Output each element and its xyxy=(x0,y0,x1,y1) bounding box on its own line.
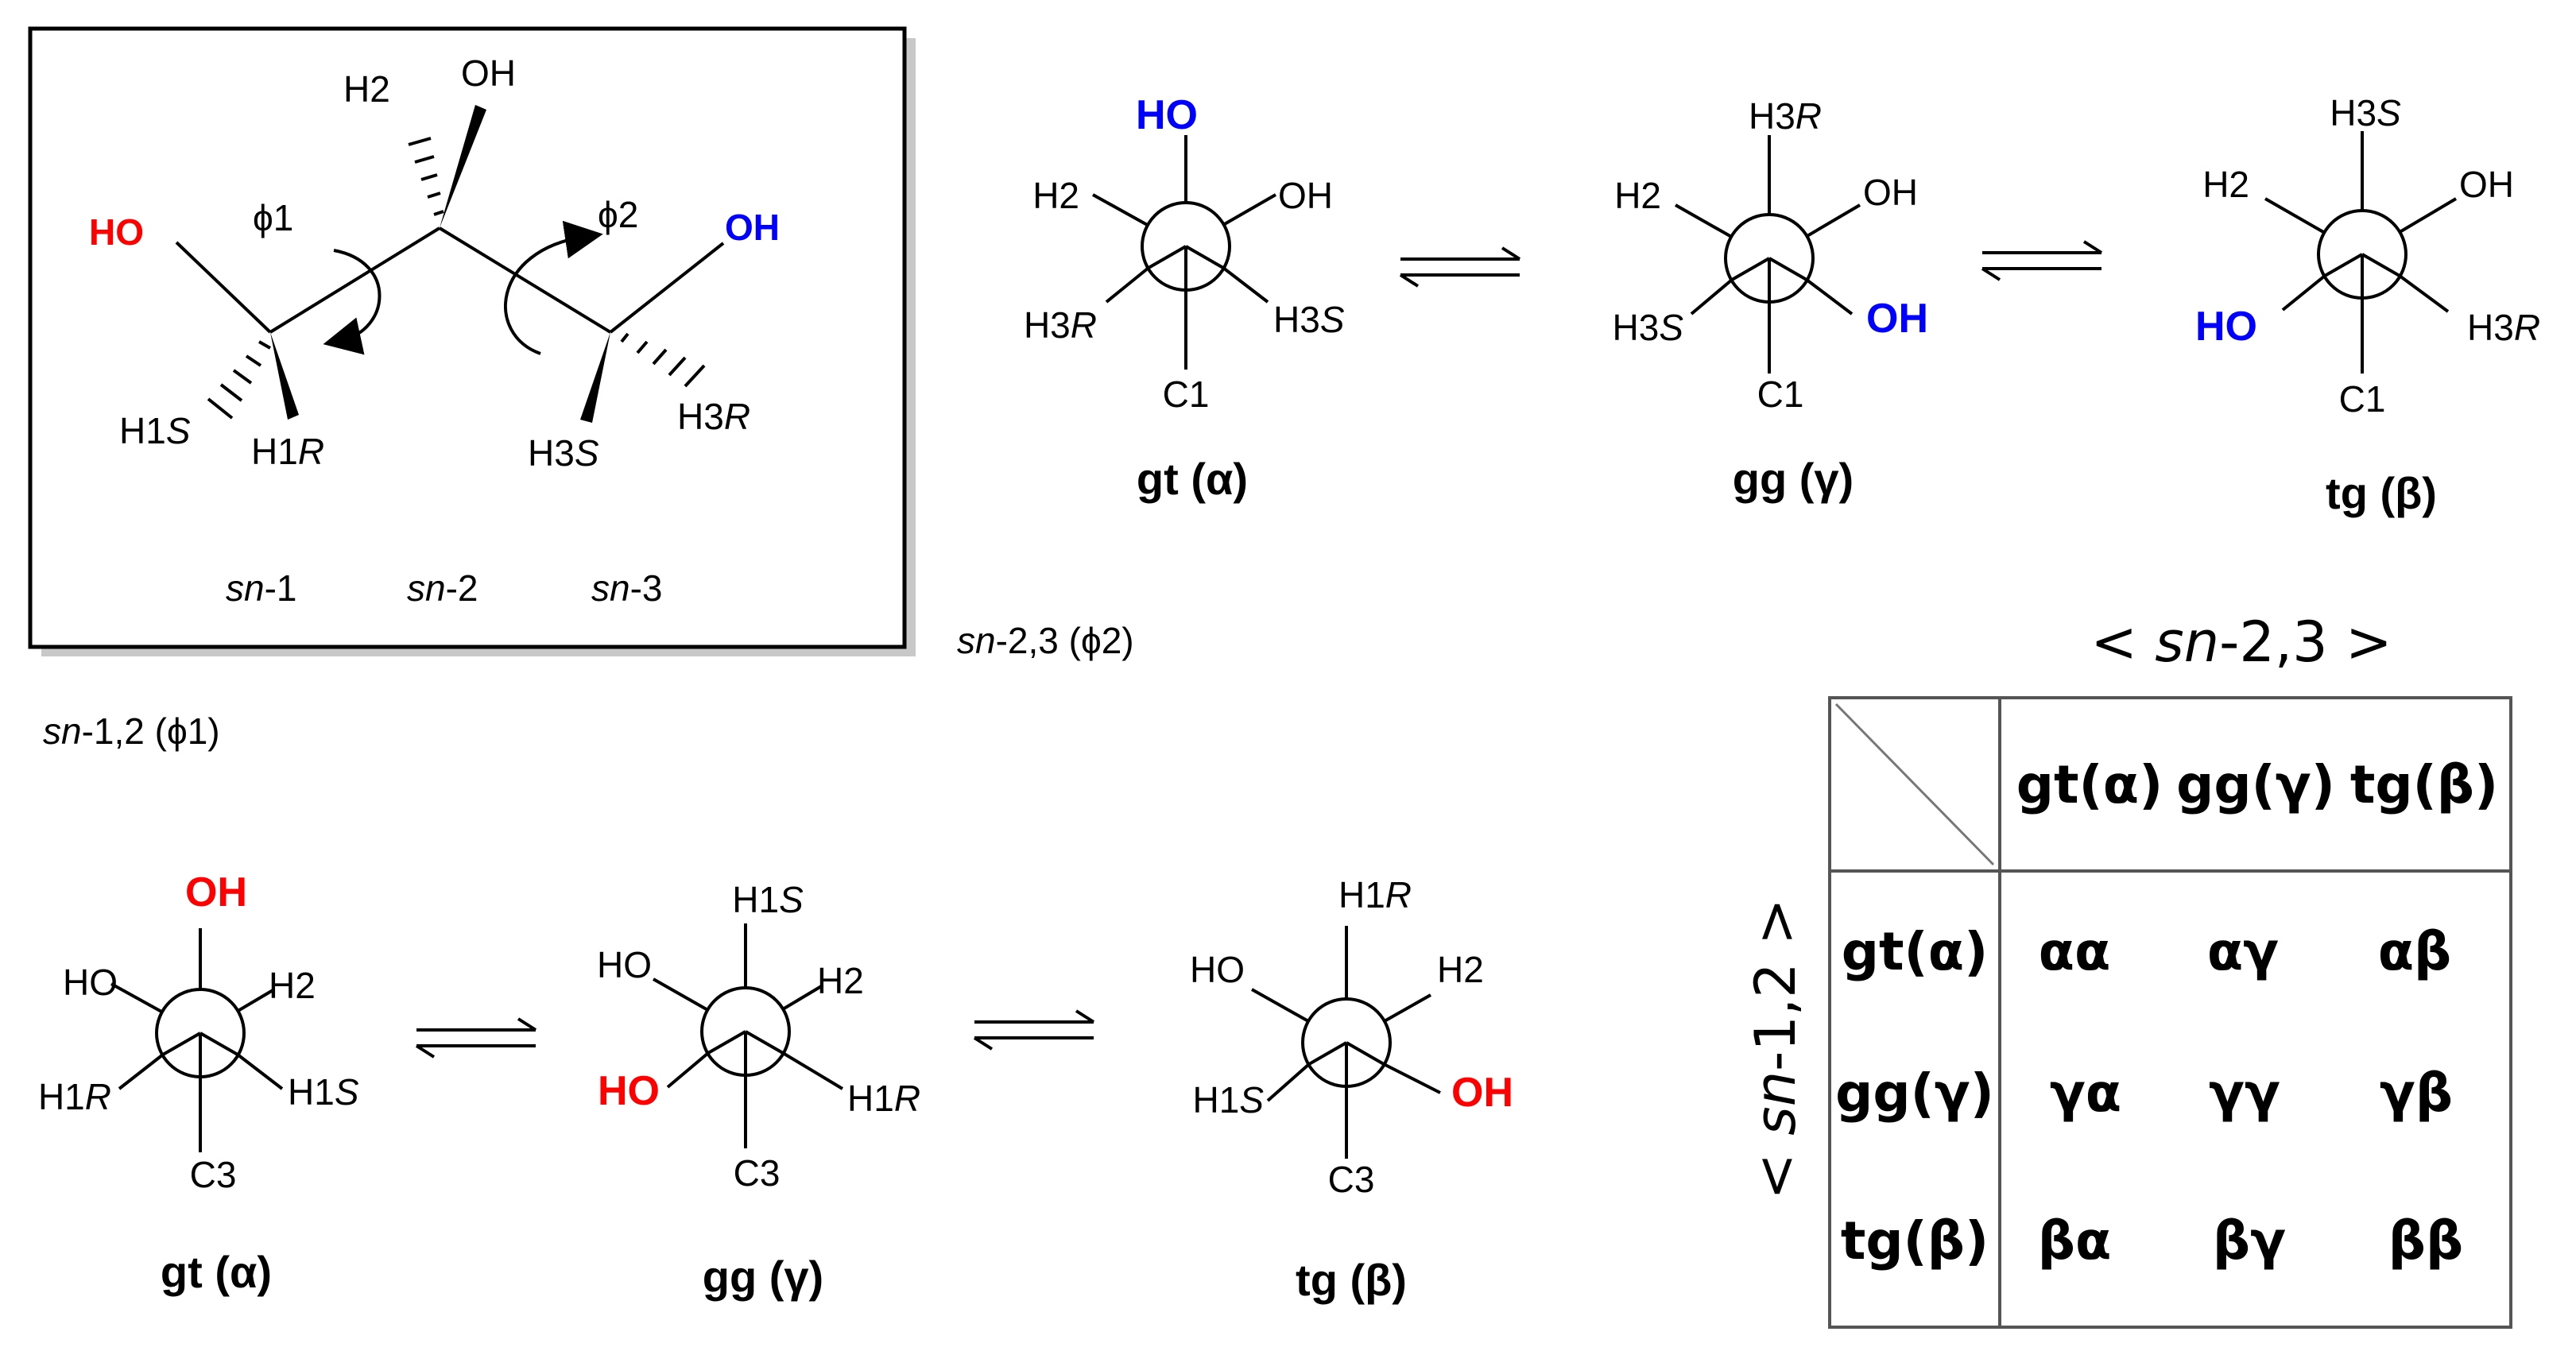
table-row-1: gg(γ) xyxy=(1835,1063,1994,1124)
newman-top-gt-title: gt (α) xyxy=(1137,454,1248,504)
label-h2: H2 xyxy=(343,68,390,110)
newman-top-tg-up: H3S xyxy=(2330,92,2401,134)
table-row-header: < sn-1,2 > xyxy=(1743,898,1808,1199)
newman-top-gt-lr: H3S xyxy=(1273,299,1345,340)
newman-bottom-tg: H1R HO H2 H1S OH C3 tg (β) xyxy=(1190,874,1513,1305)
newman-top-gt: HO H2 OH H3R H3S C1 gt (α) xyxy=(1024,92,1345,504)
table-cell-2-0: βα xyxy=(2038,1210,2112,1272)
label-sn2: sn-2 xyxy=(407,567,478,609)
label-oh-blue: OH xyxy=(725,207,780,248)
newman-top-tg-ur: OH xyxy=(2459,164,2514,205)
newman-bottom-tg-title: tg (β) xyxy=(1296,1255,1407,1305)
wedge-bond-h1r xyxy=(270,332,299,420)
table-col-header: < sn-2,3 > xyxy=(2090,610,2392,675)
table-row-2: tg(β) xyxy=(1841,1210,1989,1272)
table-cell-1-0: γα xyxy=(2050,1063,2121,1124)
newman-bottom-tg-up: H1R xyxy=(1338,874,1412,916)
wedge-bond-oh xyxy=(440,105,486,228)
newman-top-gg-title: gg (γ) xyxy=(1733,454,1854,504)
newman-top-tg-title: tg (β) xyxy=(2326,468,2437,518)
label-sn1: sn-1 xyxy=(226,567,297,609)
equilibrium-arrows-bottom-1 xyxy=(415,1017,537,1059)
newman-top-gt-ur: OH xyxy=(1278,175,1333,216)
table-col-2: tg(β) xyxy=(2350,754,2498,815)
newman-top-gt-down: C1 xyxy=(1163,374,1210,415)
newman-bottom-tg-ul: HO xyxy=(1190,949,1245,990)
newman-bottom-gt-ul: HO xyxy=(63,962,118,1003)
newman-top-tg-ul: H2 xyxy=(2202,164,2249,205)
wedge-bond-h3s xyxy=(580,332,610,423)
label-phi1: ϕ1 xyxy=(253,197,293,238)
table-cell-1-2: γβ xyxy=(2380,1063,2453,1124)
newman-bottom-tg-lr: OH xyxy=(1451,1070,1513,1116)
newman-bottom-tg-ur: H2 xyxy=(1437,949,1484,990)
newman-bottom-tg-ll: H1S xyxy=(1193,1079,1265,1121)
label-phi2: ϕ2 xyxy=(598,194,638,235)
newman-bottom-gt-ur: H2 xyxy=(269,965,316,1006)
newman-top-gt-ul: H2 xyxy=(1032,175,1079,216)
rotation-arrow-phi2 xyxy=(504,220,603,355)
newman-bottom-gg-ur: H2 xyxy=(817,960,864,1001)
conformer-combination-table: < sn-2,3 > < sn-1,2 > gt(α) gg(γ) tg(β) … xyxy=(1743,610,2512,1329)
table-cell-0-2: αβ xyxy=(2378,921,2452,982)
newman-top-gg-lr: OH xyxy=(1866,296,1928,342)
newman-top-gg: H3R H2 OH H3S OH C1 gg (γ) xyxy=(1613,95,1929,504)
newman-bottom-gg-lr: H1R xyxy=(847,1078,920,1119)
table-cell-2-2: ββ xyxy=(2388,1210,2464,1272)
label-sn3: sn-3 xyxy=(591,567,663,609)
newman-top-gg-ul: H2 xyxy=(1614,175,1661,216)
newman-top-tg: H3S H2 OH HO H3R C1 tg (β) xyxy=(2195,92,2540,518)
table-cell-1-1: γγ xyxy=(2209,1063,2280,1124)
newman-bottom-gt: OH HO H2 H1R H1S C3 gt (α) xyxy=(38,869,359,1297)
label-h3r: H3R xyxy=(677,396,750,437)
newman-bottom-gt-down: C3 xyxy=(190,1154,237,1195)
newman-bottom-gg-title: gg (γ) xyxy=(703,1252,823,1302)
newman-top-gg-down: C1 xyxy=(1757,374,1804,415)
glycerol-structure-box: H2 OH HO OH ϕ1 ϕ2 H1S H1R H3S H3R sn-1 s… xyxy=(28,26,916,656)
label-sn12-phi1: sn-1,2 (ϕ1) xyxy=(43,710,220,752)
newman-top-gg-ur: OH xyxy=(1863,172,1918,213)
equilibrium-arrows-bottom-2 xyxy=(973,1009,1095,1051)
table-cell-0-1: αγ xyxy=(2207,921,2279,982)
newman-bottom-tg-down: C3 xyxy=(1328,1159,1375,1200)
label-h3s: H3S xyxy=(528,432,599,474)
newman-bottom-gt-title: gt (α) xyxy=(161,1247,272,1297)
newman-bottom-gt-up: OH xyxy=(185,869,247,916)
hash-bond-h3r xyxy=(620,332,706,388)
label-h1s: H1S xyxy=(119,410,191,451)
table-cell-0-0: αα xyxy=(2039,921,2111,982)
newman-bottom-gg-ul: HO xyxy=(597,944,652,985)
equilibrium-arrows-top-2 xyxy=(1981,240,2103,281)
table-col-1: gg(γ) xyxy=(2176,754,2335,815)
label-sn23-phi2: sn-2,3 (ϕ2) xyxy=(957,620,1134,661)
newman-top-tg-lr: H3R xyxy=(2467,307,2540,348)
newman-top-gg-ll: H3S xyxy=(1613,307,1684,348)
label-h1r: H1R xyxy=(251,431,324,472)
rotation-arrow-phi1 xyxy=(323,249,382,355)
newman-top-gt-ll: H3R xyxy=(1024,304,1097,346)
newman-bottom-gt-ll: H1R xyxy=(38,1076,111,1117)
table-cell-2-1: βγ xyxy=(2213,1210,2286,1272)
hash-bond-h1s xyxy=(207,340,271,420)
table-col-0: gt(α) xyxy=(2016,754,2163,815)
label-oh-top: OH xyxy=(461,52,516,94)
newman-top-tg-down: C1 xyxy=(2339,378,2386,420)
equilibrium-arrows-top-1 xyxy=(1399,246,1521,288)
newman-bottom-gg-up: H1S xyxy=(732,879,804,920)
newman-bottom-gg-down: C3 xyxy=(734,1152,781,1194)
table-corner-diagonal xyxy=(1834,703,1995,866)
newman-bottom-gt-lr: H1S xyxy=(288,1071,359,1113)
table-row-0: gt(α) xyxy=(1842,921,1988,982)
label-ho-red: HO xyxy=(89,211,144,253)
newman-top-tg-ll: HO xyxy=(2195,304,2257,350)
newman-top-gg-up: H3R xyxy=(1749,95,1822,137)
newman-top-gt-up: HO xyxy=(1136,92,1198,138)
newman-bottom-gg-ll: HO xyxy=(598,1068,660,1114)
hash-bond-h2 xyxy=(408,137,444,216)
newman-bottom-gg: H1S HO H2 HO H1R C3 gg (γ) xyxy=(597,879,920,1302)
